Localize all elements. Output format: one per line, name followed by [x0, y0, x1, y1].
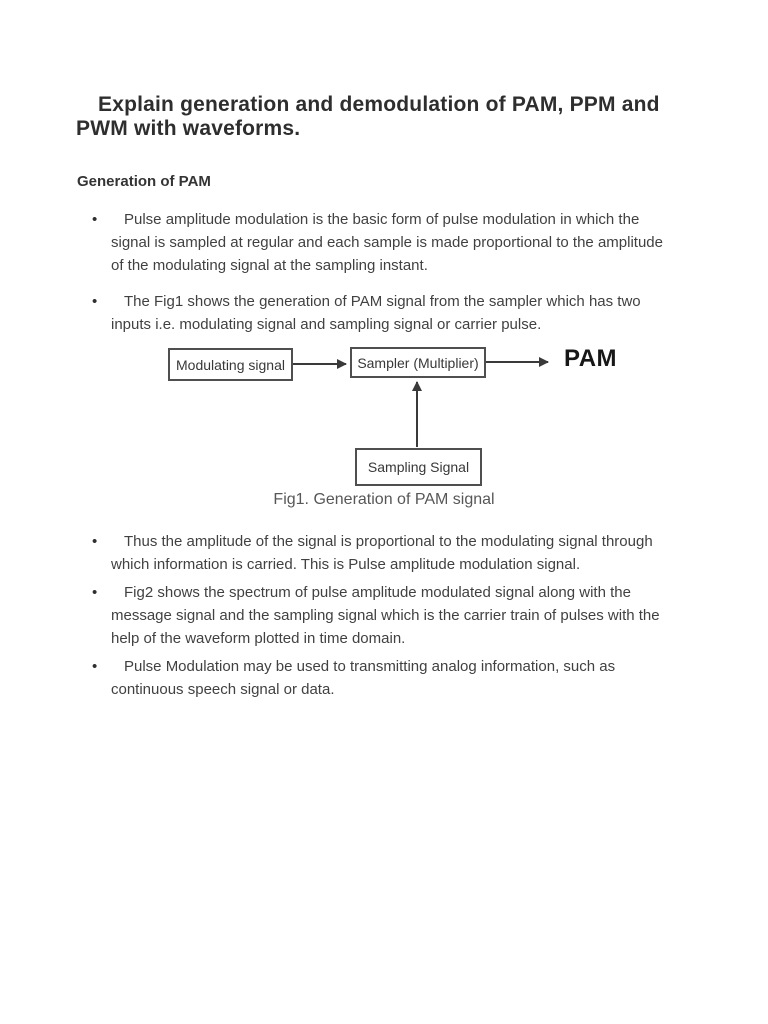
bullet-item: Pulse amplitude modulation is the basic …	[92, 208, 751, 277]
pam-output-label: PAM	[564, 345, 618, 372]
bullet-item: Fig2 shows the spectrum of pulse amplitu…	[92, 581, 751, 650]
sampler-multiplier-box: Sampler (Multiplier)	[350, 347, 486, 378]
sampling-signal-label: Sampling Signal	[367, 459, 470, 475]
bullet-item: Thus the amplitude of the signal is prop…	[92, 530, 751, 576]
pam-generation-diagram: Modulating signal Sampler (Multiplier) S…	[160, 340, 620, 492]
sampling-signal-box: Sampling Signal	[355, 448, 482, 486]
modulating-signal-box: Modulating signal	[168, 348, 293, 381]
section-heading: Generation of PAM	[77, 173, 211, 190]
figure-caption: Fig1. Generation of PAM signal	[273, 491, 495, 508]
modulating-signal-label: Modulating signal	[176, 356, 285, 373]
title-line-1: Explain generation and demodulation of P…	[98, 93, 660, 116]
sampler-multiplier-label: Sampler (Multiplier)	[357, 354, 479, 371]
bullet-item: The Fig1 shows the generation of PAM sig…	[92, 290, 751, 336]
bullet-list-top: Pulse amplitude modulation is the basic …	[92, 208, 751, 349]
diagram-arrows	[293, 357, 549, 447]
bullet-list-bottom: Thus the amplitude of the signal is prop…	[92, 530, 751, 706]
page-title: Explain generation and demodulation of P…	[76, 93, 716, 141]
title-line-2: PWM with waveforms.	[76, 117, 301, 140]
bullet-item: Pulse Modulation may be used to transmit…	[92, 655, 751, 701]
